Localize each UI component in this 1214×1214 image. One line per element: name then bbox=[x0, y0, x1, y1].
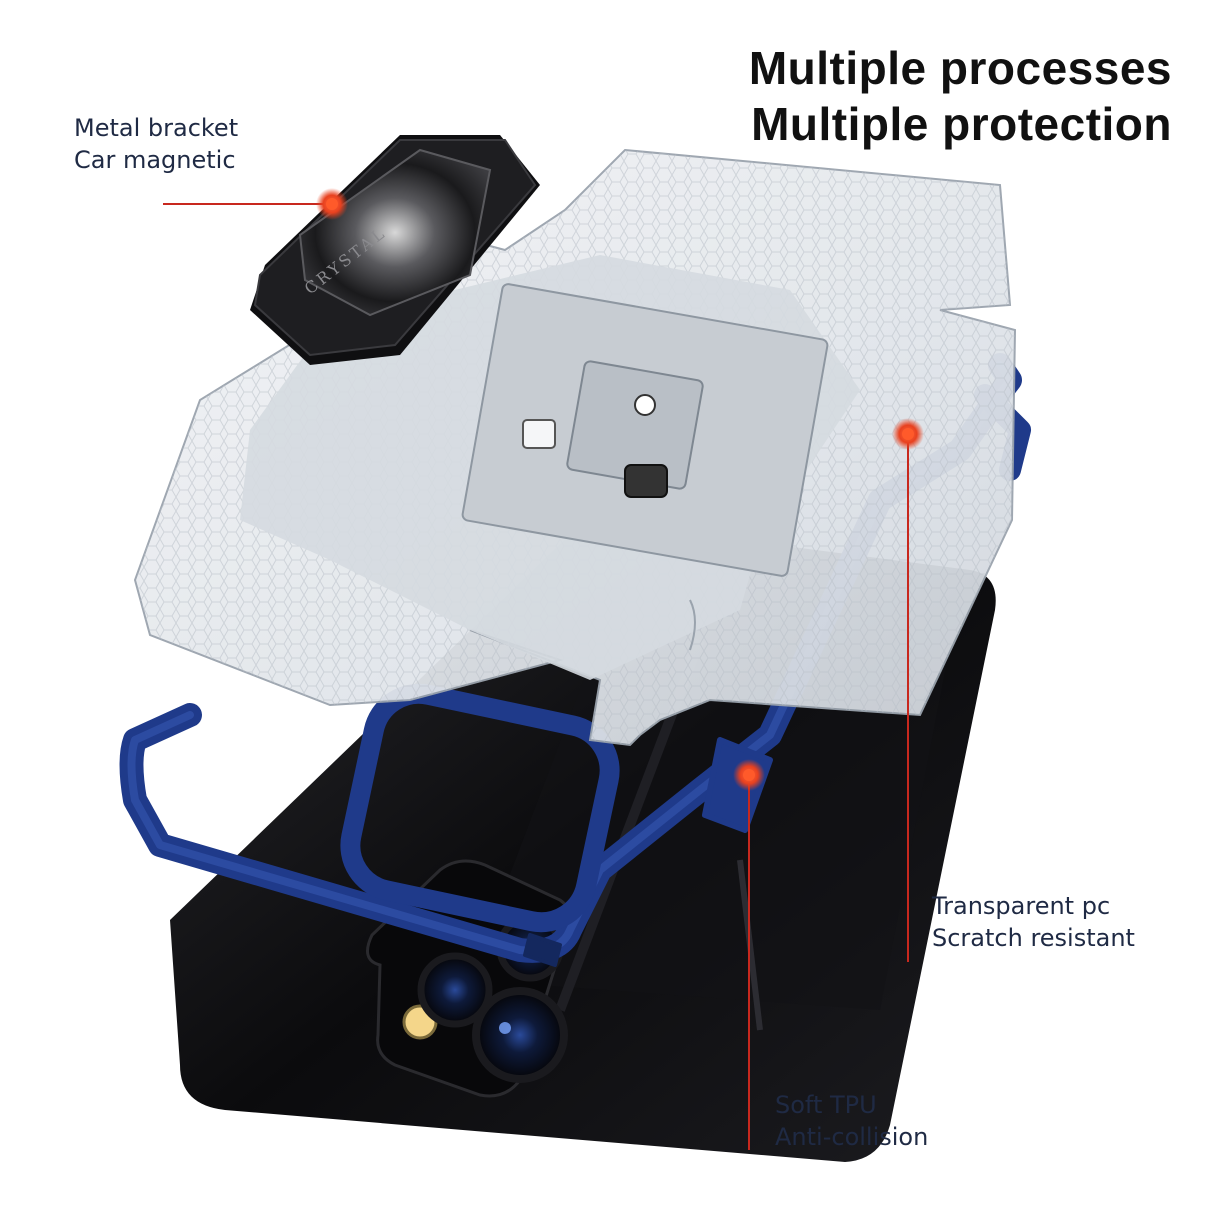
callout-markers bbox=[163, 188, 924, 1150]
camera-ring bbox=[340, 683, 620, 933]
metal-bracket: CRYSTAL bbox=[250, 135, 540, 365]
callout-title: Transparent pc bbox=[932, 892, 1111, 920]
camera-lens-icon bbox=[472, 987, 568, 1083]
headline-line-2: Multiple protection bbox=[751, 98, 1172, 150]
callout-subtitle: Car magnetic bbox=[74, 146, 236, 174]
callout-metal-bracket: Metal bracket Car magnetic bbox=[74, 112, 238, 176]
callout-title: Soft TPU bbox=[775, 1091, 877, 1119]
callout-title: Metal bracket bbox=[74, 114, 239, 142]
camera-lens-icon bbox=[417, 952, 493, 1028]
transparent-pc-shell bbox=[133, 148, 1017, 747]
callout-subtitle: Scratch resistant bbox=[932, 924, 1135, 952]
callout-subtitle: Anti-collision bbox=[775, 1123, 929, 1151]
headline: Multiple processes Multiple protection bbox=[749, 40, 1172, 152]
callout-transparent-pc: Transparent pc Scratch resistant bbox=[932, 890, 1135, 954]
headline-line-1: Multiple processes bbox=[748, 42, 1172, 94]
callout-soft-tpu: Soft TPU Anti-collision bbox=[775, 1089, 928, 1153]
